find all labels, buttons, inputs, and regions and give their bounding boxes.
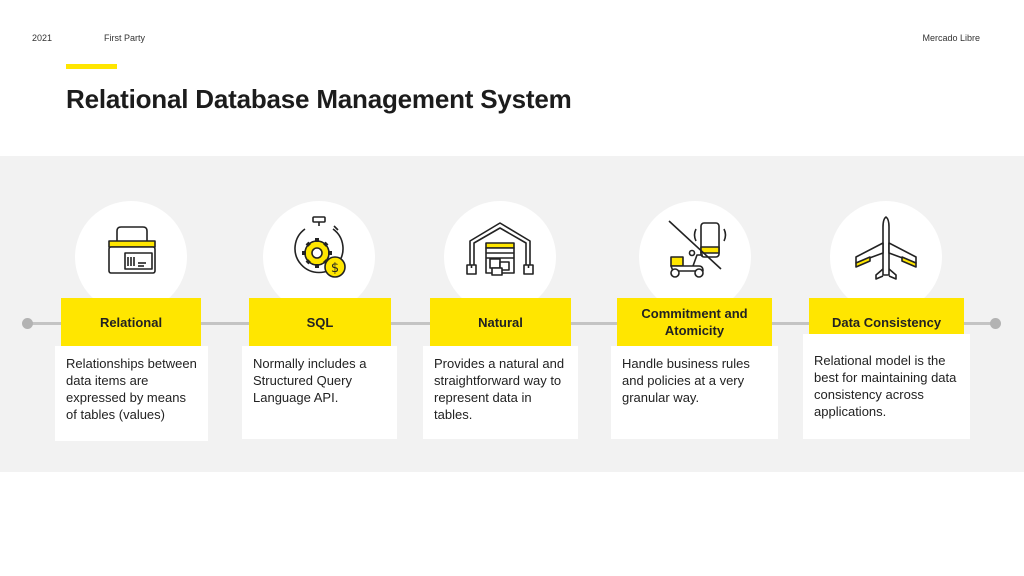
step-2-label: SQL — [249, 298, 391, 346]
printer-icon — [108, 226, 156, 274]
step-4-label: Commitment and Atomicity — [617, 298, 772, 346]
title-accent-bar — [66, 64, 117, 69]
step-1-icon-circle — [75, 201, 187, 313]
step-3-card: Provides a natural and straightforward w… — [423, 346, 578, 439]
header-year: 2021 — [32, 33, 53, 43]
timeline-end-dot — [990, 318, 1001, 329]
step-4-description: Handle business rules and policies at a … — [622, 356, 750, 405]
step-4-card: Handle business rules and policies at a … — [611, 346, 778, 439]
step-5-description: Relational model is the best for maintai… — [814, 353, 957, 419]
step-2-description: Normally includes a Structured Query Lan… — [253, 356, 367, 405]
step-3-icon-circle — [444, 201, 556, 313]
step-5-card: Relational model is the best for maintai… — [803, 334, 970, 439]
step-1-label: Relational — [61, 298, 201, 346]
step-4-icon-circle — [639, 201, 751, 313]
airplane-icon — [855, 216, 917, 280]
header-party: First Party — [104, 33, 146, 43]
step-2-icon-circle: $ — [263, 201, 375, 313]
gear-timer-dollar-icon: $ — [294, 216, 346, 278]
step-1-card: Relationships between data items are exp… — [55, 346, 208, 441]
step-1-description: Relationships between data items are exp… — [66, 356, 197, 422]
step-2-card: Normally includes a Structured Query Lan… — [242, 346, 397, 439]
timeline-start-dot — [22, 318, 33, 329]
svg-text:$: $ — [331, 261, 339, 276]
no-scooter-delivery-icon — [668, 220, 727, 278]
step-5-icon-circle — [830, 201, 942, 313]
page-title: Relational Database Management System — [66, 84, 572, 114]
header-brand: Mercado Libre — [922, 33, 980, 43]
step-3-description: Provides a natural and straightforward w… — [434, 356, 565, 422]
warehouse-icon — [466, 222, 534, 276]
step-3-label: Natural — [430, 298, 571, 346]
